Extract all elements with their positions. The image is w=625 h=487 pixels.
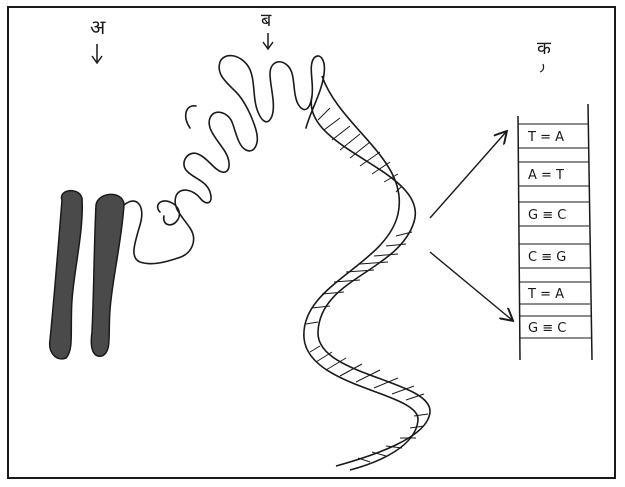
ladder-backbone-right — [588, 104, 592, 360]
label-b: ब — [261, 10, 272, 31]
base-pair-2: A = T — [528, 168, 564, 183]
label-a: अ — [90, 15, 106, 39]
dna-rungs — [306, 108, 428, 462]
ladder-backbone-left — [518, 116, 520, 360]
base-pair-3: G ≡ C — [528, 208, 566, 223]
base-pair-ladder: T = A A = T G ≡ C C ≡ G T = A G ≡ C — [518, 104, 592, 360]
base-pair-4: C ≡ G — [528, 250, 566, 265]
base-pair-6: G ≡ C — [528, 321, 566, 336]
arrow-to-ladder-bottom — [430, 252, 512, 320]
chromatin-fibre — [124, 56, 324, 264]
dna-strand-2 — [304, 76, 418, 470]
chromosome — [50, 191, 124, 359]
chromatid-left — [50, 191, 83, 359]
chromatin-loop — [124, 56, 324, 264]
chromatid-right — [91, 194, 124, 356]
label-c: क — [537, 38, 552, 59]
dna-double-helix — [304, 76, 430, 470]
arrow-to-ladder-top — [430, 132, 506, 218]
base-pair-5: T = A — [527, 287, 564, 302]
base-pair-1: T = A — [527, 130, 564, 145]
dna-strand-1 — [311, 96, 430, 466]
